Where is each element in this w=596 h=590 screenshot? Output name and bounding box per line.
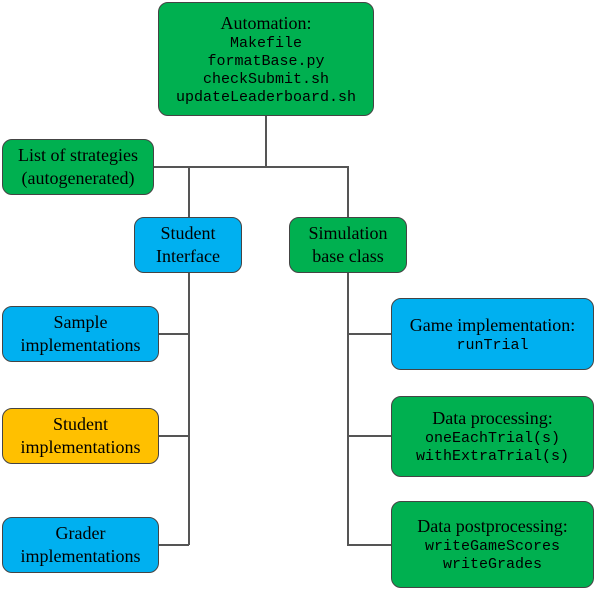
data-postprocessing-node: Data postprocessing: writeGameScores wri… <box>391 501 594 588</box>
student-interface-line2: Interface <box>156 246 220 266</box>
student-impl-line1: Student <box>52 414 108 434</box>
connector-to-data-processing <box>347 435 392 437</box>
sample-impl-line1: Sample <box>53 312 108 332</box>
student-impl-node: Student implementations <box>2 408 159 464</box>
game-impl-title: Game implementation: <box>409 314 576 335</box>
automation-item-formatbase: formatBase.py <box>207 52 325 70</box>
automation-item-checksubmit: checkSubmit.sh <box>202 70 330 88</box>
sample-impl-node: Sample implementations <box>2 306 159 362</box>
connector-automation-trunk <box>265 115 267 166</box>
simulation-base-line1: Simulation <box>308 223 388 243</box>
game-impl-item-runtrial: runTrial <box>456 336 529 354</box>
strategies-line2: (autogenerated) <box>21 168 135 188</box>
student-impl-line2: implementations <box>20 437 141 457</box>
simulation-base-line2: base class <box>312 246 384 266</box>
connector-to-data-postprocessing <box>347 544 392 546</box>
connector-strategies-hbar <box>153 166 349 168</box>
data-processing-node: Data processing: oneEachTrial(s) withExt… <box>391 396 594 477</box>
data-processing-title: Data processing: <box>432 408 553 428</box>
automation-node: Automation: Makefile formatBase.py check… <box>158 2 374 116</box>
connector-to-sample-impl <box>158 333 189 335</box>
grader-impl-node: Grader implementations <box>2 517 159 573</box>
grader-impl-line1: Grader <box>55 523 106 543</box>
connector-student-interface-trunk <box>188 272 190 545</box>
grader-impl-line2: implementations <box>20 546 141 566</box>
connector-to-student-interface <box>188 166 190 218</box>
automation-title: Automation: <box>220 12 312 33</box>
connector-simulation-trunk <box>347 272 349 545</box>
automation-item-updateleaderboard: updateLeaderboard.sh <box>175 88 357 106</box>
data-postprocessing-title: Data postprocessing: <box>417 516 568 536</box>
student-interface-line1: Student <box>160 223 216 243</box>
data-processing-item-oneeachtrial: oneEachTrial(s) <box>424 430 561 447</box>
simulation-base-node: Simulation base class <box>289 217 407 273</box>
connector-to-grader-impl <box>158 544 189 546</box>
connector-to-simulation-base <box>347 166 349 218</box>
data-postprocessing-item-writegamescores: writeGameScores <box>424 538 561 555</box>
strategies-node: List of strategies (autogenerated) <box>2 139 154 195</box>
automation-item-makefile: Makefile <box>229 34 302 52</box>
student-interface-node: Student Interface <box>134 217 242 273</box>
data-postprocessing-item-writegrades: writeGrades <box>442 556 543 573</box>
sample-impl-line2: implementations <box>20 335 141 355</box>
game-impl-node: Game implementation: runTrial <box>391 298 594 370</box>
connector-to-student-impl <box>158 435 189 437</box>
data-processing-item-withextratrial: withExtraTrial(s) <box>415 448 570 465</box>
strategies-line1: List of strategies <box>18 145 138 165</box>
connector-to-game-impl <box>347 333 392 335</box>
